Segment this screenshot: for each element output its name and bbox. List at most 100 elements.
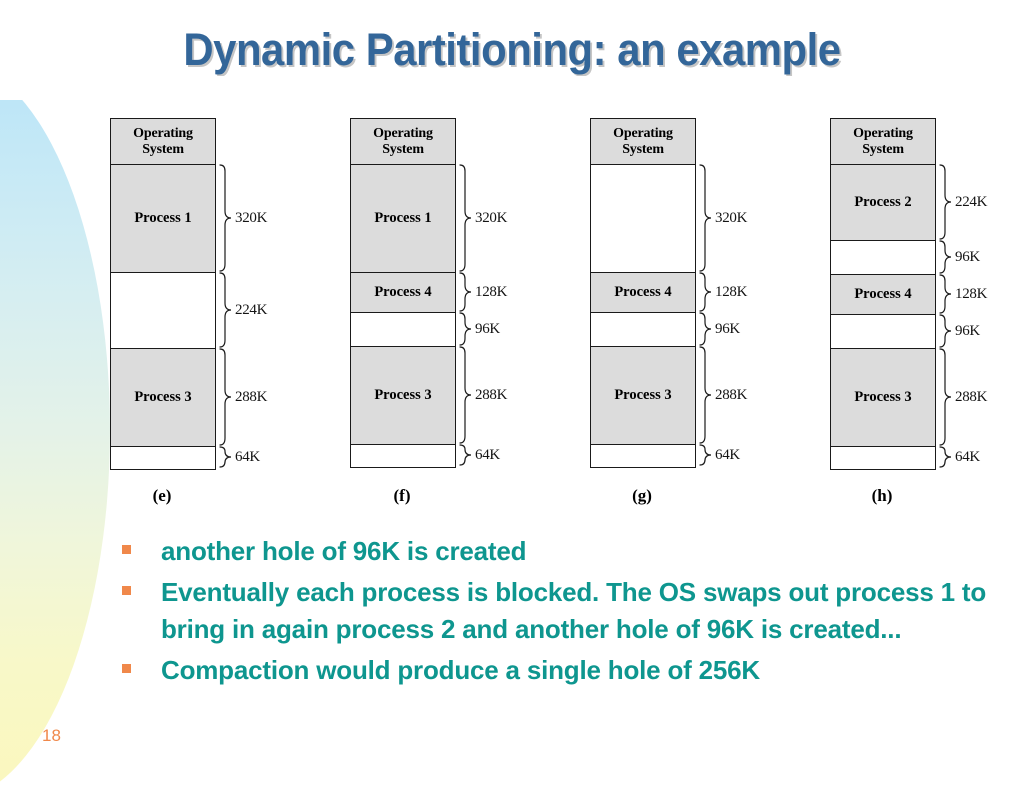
hole-block [591, 165, 695, 273]
block-label: Process 4 [614, 284, 672, 301]
curly-brace-icon [218, 164, 233, 272]
size-annotations: 320K 128K 96K 288K 64K [698, 118, 770, 518]
process-block: Process 4 [591, 273, 695, 313]
size-label: 288K [235, 388, 268, 405]
process-block: Process 2 [831, 165, 935, 241]
bullet-item: another hole of 96K is created [122, 533, 1002, 570]
size-label: 64K [475, 446, 500, 463]
hole-block [591, 445, 695, 467]
hole-block [831, 447, 935, 469]
process-block: Process 3 [591, 347, 695, 445]
panel-caption: (g) [632, 486, 652, 505]
size-label: 96K [955, 322, 980, 339]
process-block: Process 4 [831, 275, 935, 315]
process-block: Process 3 [351, 347, 455, 445]
size-annotation-row: 64K [218, 446, 260, 468]
page-title: Dynamic Partitioning: an example [183, 24, 841, 75]
curly-brace-icon [938, 446, 953, 468]
size-label: 64K [955, 448, 980, 465]
size-annotation-row: 320K [458, 164, 507, 272]
size-annotation-row: 320K [698, 164, 747, 272]
size-annotation-row: 320K [218, 164, 267, 272]
size-annotation-row: 64K [698, 444, 740, 466]
bullet-item: Compaction would produce a single hole o… [122, 652, 1002, 689]
size-annotation-row: 288K [938, 348, 987, 446]
curly-brace-icon [938, 274, 953, 314]
curly-brace-icon [458, 346, 473, 444]
bullet-text: Eventually each process is blocked. The … [161, 576, 987, 644]
size-annotation-row: 224K [218, 272, 267, 348]
bullet-text: another hole of 96K is created [161, 536, 527, 566]
process-block: Process 1 [351, 165, 455, 273]
hole-block [591, 313, 695, 347]
curly-brace-icon [458, 272, 473, 312]
size-annotation-row: 224K [938, 164, 987, 240]
curly-brace-icon [938, 314, 953, 348]
size-label: 288K [715, 386, 748, 403]
size-label: 320K [235, 209, 268, 226]
size-label: 320K [715, 209, 748, 226]
size-annotations: 224K 96K 128K 96K 288K 64K [938, 118, 1010, 518]
hole-block [831, 315, 935, 349]
bullet-square-icon [122, 545, 131, 554]
size-label: 96K [955, 248, 980, 265]
size-annotation-row: 128K [938, 274, 987, 314]
size-label: 224K [955, 193, 988, 210]
curly-brace-icon [698, 164, 713, 272]
block-label: Process 4 [374, 284, 432, 301]
block-label: Process 1 [374, 210, 432, 227]
hole-block [111, 273, 215, 349]
size-annotations: 320K 128K 96K 288K 64K [458, 118, 530, 518]
bullet-item: Eventually each process is blocked. The … [122, 574, 1002, 648]
size-annotation-row: 288K [698, 346, 747, 444]
size-annotation-row: 96K [698, 312, 740, 346]
size-label: 128K [475, 283, 508, 300]
block-label: Process 3 [614, 387, 672, 404]
size-annotation-row: 96K [938, 240, 980, 274]
size-label: 320K [475, 209, 508, 226]
size-label: 128K [955, 285, 988, 302]
curly-brace-icon [938, 164, 953, 240]
bullet-square-icon [122, 585, 131, 595]
curly-brace-icon [458, 444, 473, 466]
size-annotation-row: 64K [938, 446, 980, 468]
size-annotation-row: 128K [698, 272, 747, 312]
size-label: 288K [475, 386, 508, 403]
size-annotation-row: 128K [458, 272, 507, 312]
curly-brace-icon [458, 312, 473, 346]
curly-brace-icon [698, 444, 713, 466]
size-label: 64K [715, 446, 740, 463]
block-label: Process 3 [374, 387, 432, 404]
panel-caption: (e) [152, 486, 172, 505]
process-block: Process 3 [831, 349, 935, 447]
size-label: 96K [475, 320, 500, 337]
block-label: Process 2 [854, 194, 912, 211]
curly-brace-icon [698, 346, 713, 444]
bullet-text: Compaction would produce a single hole o… [161, 654, 760, 685]
size-label: 64K [235, 448, 260, 465]
block-label: Process 3 [854, 389, 912, 406]
size-label: 224K [235, 301, 268, 318]
panel-caption: (f) [393, 486, 411, 505]
block-label: Process 1 [134, 210, 192, 227]
hole-block [111, 447, 215, 469]
size-label: 96K [715, 320, 740, 337]
curly-brace-icon [698, 312, 713, 346]
page-number: 18 [42, 726, 61, 745]
process-block: Process 1 [111, 165, 215, 273]
curly-brace-icon [698, 272, 713, 312]
bullet-square-icon [122, 663, 131, 673]
size-label: 288K [955, 388, 988, 405]
